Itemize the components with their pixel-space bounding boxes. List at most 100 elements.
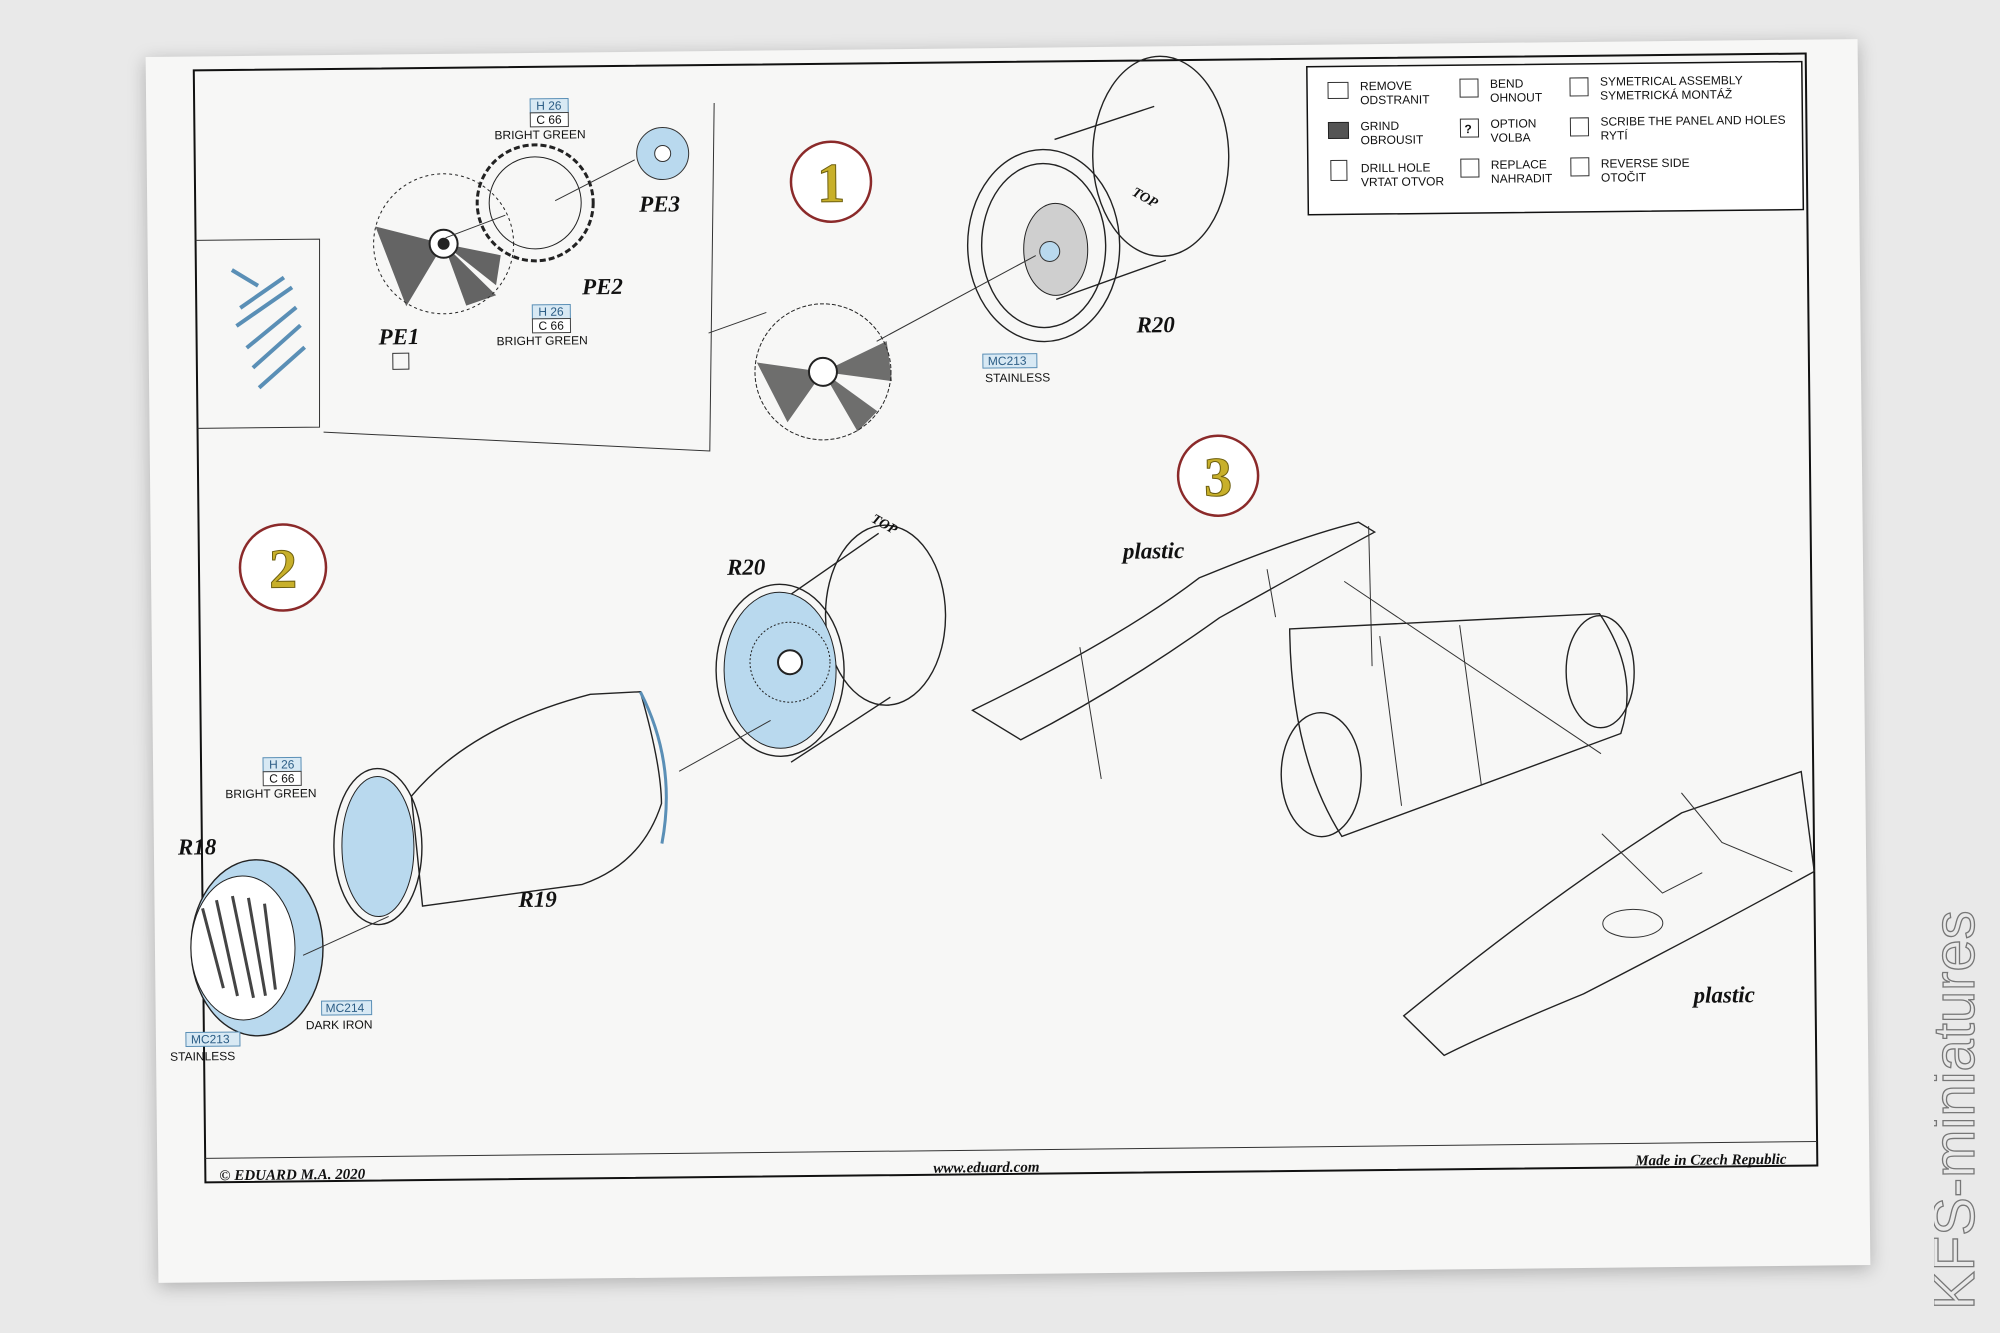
top-marker: TOP	[869, 512, 900, 539]
legend-bend-label: BEND	[1490, 76, 1524, 90]
legend-drill-label-cz: VRTAT OTVOR	[1361, 174, 1445, 189]
detail-pointer	[708, 311, 767, 334]
legend-option-label: OPTION	[1490, 116, 1536, 130]
assembly-arrow	[876, 255, 1037, 342]
r20-label: R20	[726, 554, 766, 579]
legend-reverse-label-cz: OTOČIT	[1601, 169, 1647, 184]
r20-part-step2	[715, 524, 947, 763]
paint-callout-mc213-step1: MC213 STAINLESS	[982, 353, 1050, 385]
paint-name-bright-green: BRIGHT GREEN	[494, 127, 585, 142]
reverse-icon	[1570, 157, 1590, 177]
paint-code-mc213: MC213	[988, 354, 1027, 368]
pe3-label: PE3	[638, 191, 680, 216]
legend-symmetrical-label: SYMETRICAL ASSEMBLY	[1600, 73, 1743, 88]
legend-drill: DRILL HOLE VRTAT OTVOR	[1330, 159, 1445, 189]
pe3-part	[636, 127, 690, 181]
paint-name-dark-iron: DARK IRON	[306, 1018, 373, 1033]
step-2-number: 2	[269, 538, 298, 600]
paint-code-h26: H 26	[269, 757, 295, 771]
scribe-icon	[1569, 117, 1590, 137]
pe2-part	[475, 143, 595, 263]
assembly-arrow	[1343, 580, 1602, 755]
symmetrical-icon	[1569, 77, 1589, 97]
exhaust-pipe-part	[1280, 613, 1635, 838]
fuselage-rear-part	[1402, 770, 1816, 1057]
step-1-badge: 1	[789, 140, 873, 223]
r18-label: R18	[177, 834, 217, 859]
r19-label: R19	[517, 887, 557, 912]
paint-code-c66: C 66	[536, 113, 562, 127]
legend-replace: REPLACE NAHRADIT	[1460, 157, 1553, 186]
legend-bend: BEND OHNOUT	[1459, 76, 1543, 105]
assembly-arrow	[302, 915, 389, 956]
bend-icon	[392, 352, 410, 370]
plastic-label: plastic	[1691, 982, 1755, 1008]
plastic-label: plastic	[1121, 538, 1185, 564]
step-1-number: 1	[817, 153, 846, 215]
paint-code-c66: C 66	[269, 771, 295, 785]
replace-icon	[1460, 158, 1480, 178]
legend-reverse: REVERSE SIDE OTOČIT	[1570, 156, 1690, 185]
grind-icon	[1327, 121, 1350, 140]
legend-symmetrical-label-cz: SYMETRICKÁ MONTÁŽ	[1600, 86, 1732, 102]
drill-icon	[1330, 159, 1348, 182]
paint-name-stainless: STAINLESS	[985, 370, 1050, 385]
legend-drill-label: DRILL HOLE	[1361, 160, 1431, 175]
footer-rule	[205, 1140, 1818, 1159]
assembly-arrow	[554, 159, 635, 202]
paint-callout-pe3: H 26 C 66 BRIGHT GREEN	[494, 97, 586, 142]
legend-scribe: SCRIBE THE PANEL AND HOLES RYTÍ	[1569, 113, 1786, 143]
legend-bend-label-cz: OHNOUT	[1490, 90, 1543, 105]
legend-symmetrical: SYMETRICAL ASSEMBLY SYMETRICKÁ MONTÁŽ	[1569, 73, 1743, 103]
legend-replace-label-cz: NAHRADIT	[1491, 171, 1553, 186]
pe1-label: PE1	[377, 324, 419, 349]
top-marker: TOP	[1129, 185, 1160, 212]
detail-inset-panel	[323, 102, 715, 452]
paint-callout-mc214: MC214 DARK IRON	[306, 1000, 373, 1033]
r19-part	[333, 691, 668, 926]
legend-scribe-label-cz: RYTÍ	[1600, 127, 1628, 142]
r20-label: R20	[1135, 312, 1175, 337]
legend-remove: REMOVE ODSTRANIT	[1327, 79, 1430, 107]
r18-part	[190, 859, 324, 1037]
r20-part-step1	[966, 55, 1230, 343]
nozzle-assembly-step1	[754, 303, 893, 441]
option-icon	[1459, 118, 1480, 138]
watermark: KFS-miniatures	[1934, 910, 1988, 1311]
step-3-badge: 3	[1176, 434, 1260, 517]
legend-option: ? OPTION VOLBA	[1459, 116, 1536, 145]
legend-remove-label: REMOVE	[1360, 79, 1412, 94]
paint-code-h26: H 26	[536, 99, 562, 113]
paint-code-c66: C 66	[538, 319, 564, 333]
pe1-detail-sketch	[230, 268, 307, 390]
watermark-text: KFS-miniatures	[1934, 910, 1987, 1310]
legend-replace-label: REPLACE	[1491, 157, 1547, 172]
paint-code-h26: H 26	[538, 305, 564, 319]
assembly-arrow	[678, 719, 771, 772]
pe2-label: PE2	[581, 274, 623, 299]
remove-icon	[1327, 81, 1349, 100]
legend-option-label-cz: VOLBA	[1490, 130, 1530, 144]
svg-text:?: ?	[1464, 122, 1471, 136]
paint-name-stainless: STAINLESS	[170, 1049, 235, 1064]
legend-remove-label-cz: ODSTRANIT	[1360, 92, 1430, 107]
legend-box	[1306, 60, 1805, 216]
paint-name-bright-green: BRIGHT GREEN	[225, 786, 316, 801]
paint-code-mc214: MC214	[326, 1001, 365, 1015]
fuselage-top-part	[971, 521, 1377, 780]
footer-copyright: © EDUARD M.A. 2020	[219, 1167, 365, 1185]
assembly-arrow	[445, 214, 506, 239]
paint-callout-pe2: H 26 C 66 BRIGHT GREEN	[497, 303, 588, 348]
legend-grind-label-cz: OBROUSIT	[1361, 133, 1424, 148]
bend-icon	[1459, 78, 1479, 98]
legend-reverse-label: REVERSE SIDE	[1601, 156, 1690, 171]
paint-callout-mc213-step2: MC213 STAINLESS	[170, 1031, 241, 1064]
paint-code-mc213: MC213	[191, 1032, 230, 1046]
footer-website: www.eduard.com	[933, 1160, 1039, 1177]
paint-callout-r19: H 26 C 66 BRIGHT GREEN	[225, 756, 317, 801]
legend-grind-label: GRIND	[1360, 119, 1399, 133]
step-3-number: 3	[1204, 447, 1233, 509]
paint-name-bright-green: BRIGHT GREEN	[497, 333, 588, 348]
legend-grind: GRIND OBROUSIT	[1327, 119, 1424, 148]
